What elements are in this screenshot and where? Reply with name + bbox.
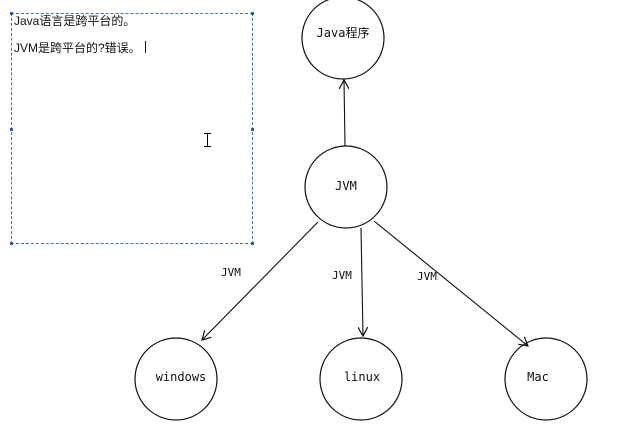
arrow-jvm-to-windows[interactable] xyxy=(202,221,319,340)
arrow-jvm-to-mac[interactable] xyxy=(373,220,528,346)
arrow-jvm-to-linux[interactable] xyxy=(361,227,363,336)
resize-handle-middle-right[interactable] xyxy=(251,128,254,131)
text-line-1: Java语言是跨平台的。 xyxy=(14,14,136,28)
edge-label-windows: JVM xyxy=(221,266,241,279)
resize-handle-bottom-left[interactable] xyxy=(10,242,13,245)
arrow-jvm-to-java-program[interactable] xyxy=(344,80,345,147)
windows-circle[interactable] xyxy=(134,337,218,421)
java-program-label: Java程序 xyxy=(316,26,370,40)
text-cursor xyxy=(144,41,146,53)
edge-label-linux: JVM xyxy=(332,269,352,282)
linux-label: linux xyxy=(343,370,381,384)
edge-label-mac: JVM xyxy=(417,270,437,283)
windows-label: windows xyxy=(155,370,207,384)
text-line-2-content: JVM是跨平台的?错误。 xyxy=(14,41,141,55)
resize-handle-bottom-right[interactable] xyxy=(251,242,254,245)
text-line-2: JVM是跨平台的?错误。 xyxy=(14,41,146,55)
linux-circle[interactable] xyxy=(319,337,403,421)
mac-label: Mac xyxy=(527,370,549,384)
resize-handle-top-right[interactable] xyxy=(251,12,254,15)
resize-handle-top-left[interactable] xyxy=(10,12,13,15)
resize-handle-middle-left[interactable] xyxy=(10,128,13,131)
i-beam-cursor-icon xyxy=(204,133,212,147)
jvm-circle[interactable] xyxy=(304,145,388,229)
mac-circle[interactable] xyxy=(504,337,588,421)
jvm-label: JVM xyxy=(335,179,357,193)
